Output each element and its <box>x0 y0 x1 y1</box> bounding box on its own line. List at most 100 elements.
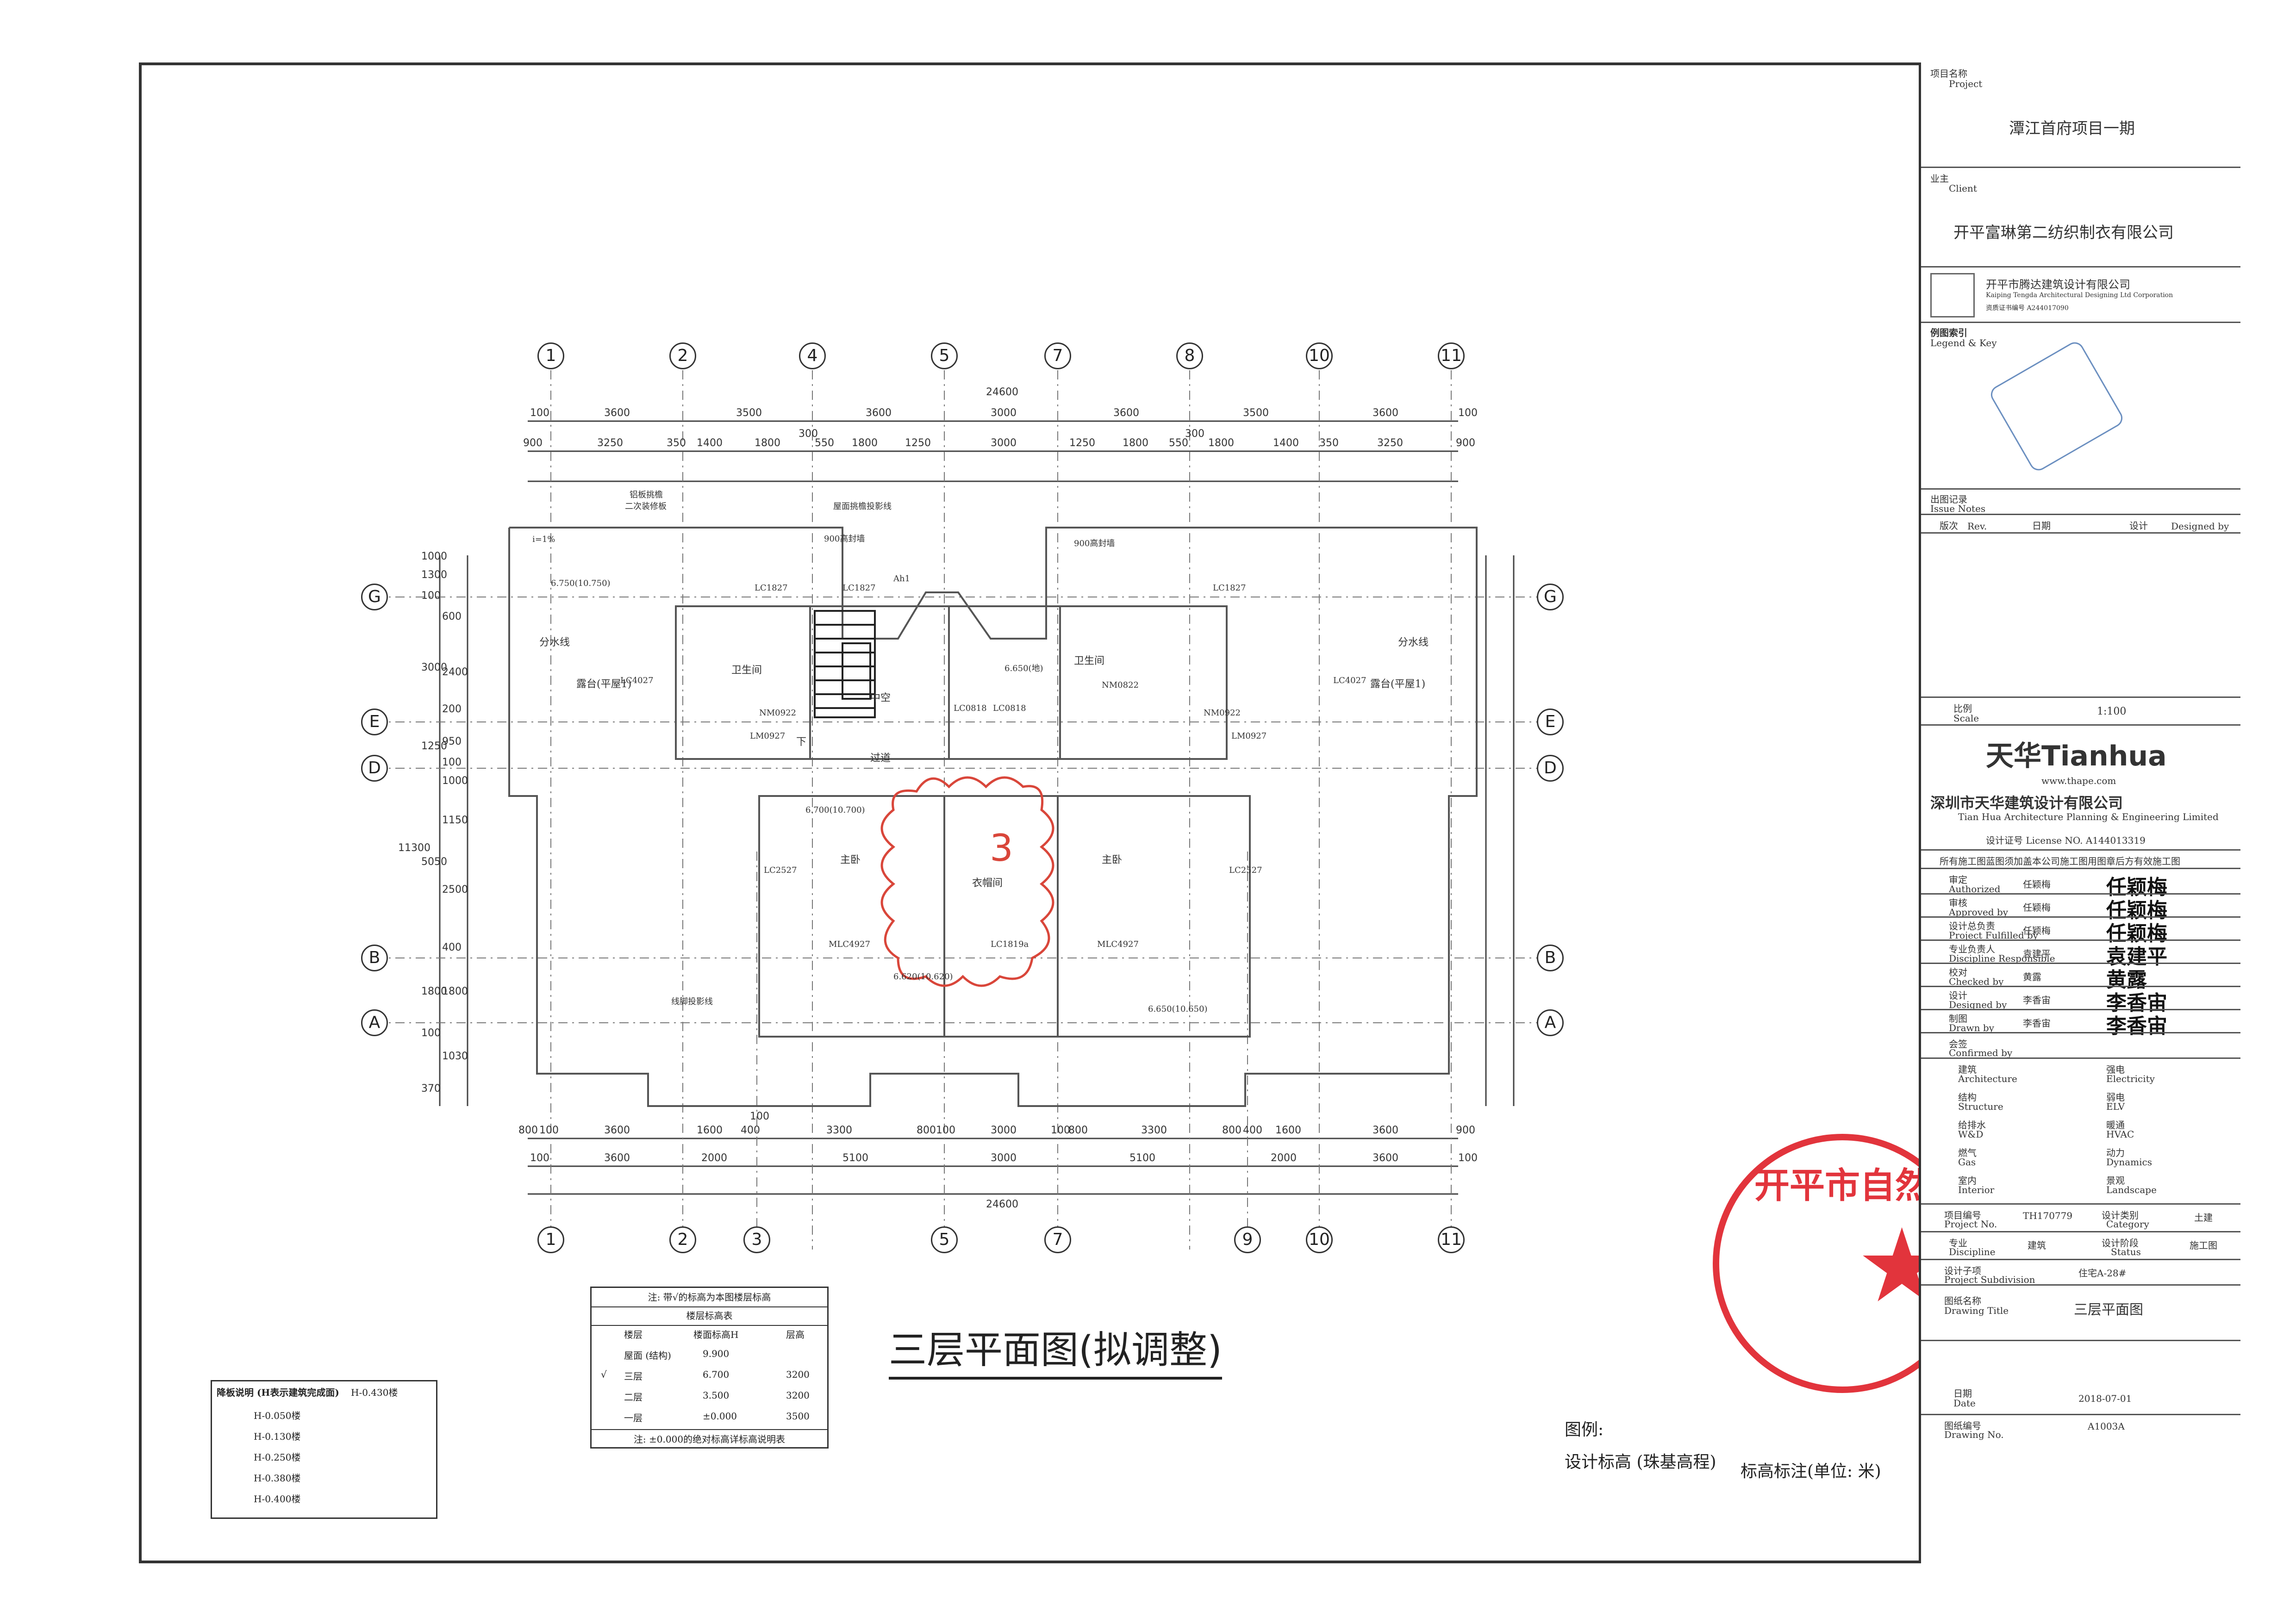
room-master-bedroom-left: 主卧 <box>840 854 861 866</box>
axis-bubble-right-G: G <box>1537 584 1564 610</box>
axis-bubble-right-B: B <box>1537 945 1564 971</box>
status-label: 设计阶段 <box>2102 1237 2139 1249</box>
project-label-en: Project <box>1949 78 1983 89</box>
left-dim: 100 <box>421 1027 441 1039</box>
room-corridor: 过道 <box>870 752 891 764</box>
bottom-dim: 3600 <box>604 1152 630 1164</box>
level-table-story: 3500 <box>786 1411 810 1422</box>
top-dim-detail: 900 <box>1456 437 1475 449</box>
discipline-label-en: Discipline <box>1949 1246 1996 1257</box>
top-dim-detail: 550 <box>1169 437 1188 449</box>
signature-row-divider <box>1921 1009 2240 1010</box>
handwritten-signature: 李香宙 <box>2106 991 2167 1015</box>
left-dim: 100 <box>421 590 441 602</box>
bottom-dim-detail: 1600 <box>697 1125 723 1136</box>
project-no-label-en: Project No. <box>1944 1219 1997 1230</box>
signature-role: 设计总负责 <box>1949 920 1995 932</box>
local-firm-cert: 资质证书编号 A244017090 <box>1986 305 2069 312</box>
top-dim: 3600 <box>604 407 630 419</box>
signature-role-en: Designed by <box>1949 999 2007 1010</box>
label-water-divide-right: 分水线 <box>1398 637 1429 648</box>
axis-bubble-top-5: 5 <box>931 342 958 369</box>
local-firm-name: 开平市腾达建筑设计有限公司 <box>1986 278 2130 291</box>
handwritten-signature: 袁建平 <box>2106 945 2167 969</box>
level-table-header: 楼层 <box>624 1329 643 1340</box>
axis-bubble-top-7: 7 <box>1044 342 1071 369</box>
axis-bubble-bottom-11: 11 <box>1438 1226 1465 1253</box>
revision-mark: 3 <box>990 827 1013 870</box>
signature-row-divider <box>1921 916 2240 918</box>
bottom-dim: 3600 <box>1373 1152 1398 1164</box>
discipline-left: 结构 <box>1958 1092 1977 1103</box>
top-dim-detail: 1250 <box>1069 437 1095 449</box>
handwritten-signature: 任颖梅 <box>2106 922 2167 945</box>
top-dim-detail: 3250 <box>1377 437 1403 449</box>
signature-role-en: Authorized <box>1949 883 2001 895</box>
bottom-dim-detail: 100 <box>539 1125 559 1136</box>
signature-name: 袁建平 <box>2023 948 2051 959</box>
room-bathroom-right: 卫生间 <box>1074 655 1105 667</box>
drawing-title-label-en: Drawing Title <box>1944 1305 2009 1316</box>
legend-unit-note: 标高标注(单位: 米) <box>1741 1462 1881 1481</box>
handwritten-signature: 任颖梅 <box>2106 899 2167 922</box>
left-dim: 1800 <box>442 986 468 997</box>
discipline: 建筑 <box>2028 1240 2046 1251</box>
level-table-header: 层高 <box>786 1329 805 1340</box>
signature-role: 审核 <box>1949 897 1967 908</box>
level-table: 注: 带√的标高为本图楼层标高 楼层标高表 楼层 楼面标高H 层高 屋面 (结构… <box>590 1287 829 1449</box>
left-dim: 600 <box>442 611 462 622</box>
annotation: NM0922 <box>759 708 796 718</box>
room-terrace-right: 露台(平屋1) <box>1370 678 1426 690</box>
room-bathroom-left: 卫生间 <box>731 665 762 676</box>
top-dim-detail: 550 <box>815 437 834 449</box>
signature-name: 任颖梅 <box>2023 902 2051 913</box>
drawing-no-label-en: Drawing No. <box>1944 1429 2004 1440</box>
client-label-en: Client <box>1949 183 1977 194</box>
signature-role-en: Discipline Responsible <box>1949 953 2055 964</box>
top-dim-detail: 350 <box>667 437 686 449</box>
blueprint-notice: 所有施工图蓝图须加盖本公司施工图用图章后方有效施工图 <box>1940 856 2180 867</box>
slab-legend-item: H-0.130楼 <box>254 1431 301 1442</box>
drawing-date: 2018-07-01 <box>2078 1393 2132 1404</box>
discipline-left-en: Gas <box>1958 1157 1976 1168</box>
firm-url: www.thape.com <box>2041 775 2116 786</box>
top-dim: 3600 <box>1113 407 1139 419</box>
level-table-floor: 屋面 (结构) <box>624 1350 671 1361</box>
annotation: 线脚投影线 <box>671 997 713 1007</box>
design-class-label-en: Category <box>2106 1219 2149 1230</box>
annotation: MLC4927 <box>1097 939 1139 949</box>
top-dim-detail: 1800 <box>755 437 780 449</box>
axis-bubble-top-10: 10 <box>1306 342 1333 369</box>
top-dim: 100 <box>1458 407 1478 419</box>
issue-col-designer: 设计 <box>2129 520 2148 531</box>
annotation: LC1819a <box>991 939 1029 949</box>
left-dim: 1300 <box>421 569 447 581</box>
axis-bubble-top-4: 4 <box>799 342 826 369</box>
signature-name: 李香宙 <box>2023 995 2051 1006</box>
level-table-height: ±0.000 <box>703 1411 737 1422</box>
top-dim-detail: 1800 <box>1123 437 1148 449</box>
annotation: LC2527 <box>1229 865 1262 875</box>
slab-legend-item: H-0.430楼 <box>351 1387 398 1398</box>
signature-row-divider <box>1921 893 2240 895</box>
signature-role-en: Project Fulfilled by <box>1949 930 2039 941</box>
discipline-right-en: HVAC <box>2106 1129 2134 1140</box>
discipline-right-en: Dynamics <box>2106 1157 2152 1168</box>
level-table-floor: 二层 <box>624 1392 643 1403</box>
annotation: LM0927 <box>750 731 786 741</box>
bottom-dim-detail: 400 <box>1243 1125 1262 1136</box>
project-label: 项目名称 <box>1930 68 1967 79</box>
axis-bubble-left-B: B <box>361 945 388 971</box>
client-name: 开平富琳第二纺织制衣有限公司 <box>1953 224 2174 242</box>
subproject-label-en: Project Subdivision <box>1944 1274 2035 1285</box>
floor-plan: 3 1 2 4 5 7 8 10 11 1 2 3 5 7 9 10 11 G … <box>352 342 1574 1291</box>
room-walk-in-closet: 衣帽间 <box>972 877 1003 889</box>
annotation: NM0922 <box>1204 708 1241 718</box>
title-block: 项目名称 Project 潭江首府项目一期 业主 Client 开平富琳第二纺织… <box>1919 62 2240 1563</box>
axis-bubble-right-E: E <box>1537 709 1564 735</box>
signature-name: 李香宙 <box>2023 1018 2051 1029</box>
room-terrace-left: 露台(平屋1) <box>576 678 632 690</box>
total-width-bottom: 24600 <box>986 1199 1018 1210</box>
floor-plan-svg: 3 <box>375 370 1551 1250</box>
discipline-left: 给排水 <box>1958 1119 1986 1131</box>
